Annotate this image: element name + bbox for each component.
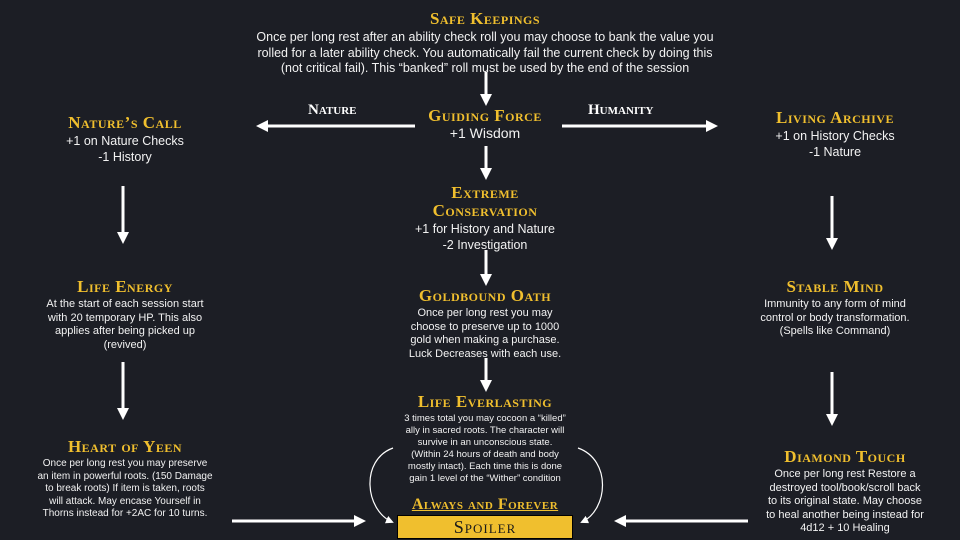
node-title: Guiding Force <box>428 106 542 125</box>
node-life-energy: Life Energy At the start of each session… <box>35 278 215 352</box>
curved-arrow-right <box>577 447 603 524</box>
node-life-everlasting: Life Everlasting 3 times total you may c… <box>395 393 575 485</box>
node-natures-call: Nature’s Call +1 on Nature Checks -1 His… <box>40 114 210 165</box>
node-title: Safe Keepings <box>429 9 541 28</box>
node-title: Life Energy <box>77 277 173 296</box>
node-title: Diamond Touch <box>784 447 906 466</box>
node-title: Goldbound Oath <box>418 286 552 305</box>
node-description: 3 times total you may cocoon a “killed” … <box>404 413 566 484</box>
branch-label-humanity: Humanity <box>588 102 654 118</box>
node-description: +1 on History Checks -1 Nature <box>775 129 895 159</box>
node-description: +1 for History and Nature -2 Investigati… <box>415 222 555 252</box>
node-description: At the start of each session start with … <box>46 298 204 351</box>
node-description: +1 Wisdom <box>449 125 521 141</box>
node-title: Extreme Conservation <box>432 183 538 220</box>
node-extreme-conservation: Extreme Conservation +1 for History and … <box>400 184 570 253</box>
branch-label-nature: Nature <box>308 102 357 118</box>
node-guiding-force: Guiding Force +1 Wisdom <box>405 107 565 141</box>
node-diamond-touch: Diamond Touch Once per long rest Restore… <box>745 448 945 536</box>
node-title: Living Archive <box>776 108 894 127</box>
node-description: Once per long rest after an ability chec… <box>256 30 714 75</box>
node-description: Once per long rest Restore a destroyed t… <box>766 468 924 534</box>
node-safe-keepings: Safe Keepings Once per long rest after a… <box>240 10 730 77</box>
node-heart-of-yeen: Heart of Yeen Once per long rest you may… <box>30 438 220 521</box>
node-always-and-forever: Always and Forever <box>390 496 580 514</box>
node-goldbound-oath: Goldbound Oath Once per long rest you ma… <box>395 287 575 361</box>
node-title: Always and Forever <box>411 496 559 513</box>
node-description: Once per long rest you may choose to pre… <box>408 307 562 360</box>
node-title: Nature’s Call <box>68 113 182 132</box>
node-living-archive: Living Archive +1 on History Checks -1 N… <box>750 109 920 160</box>
node-description: +1 on Nature Checks -1 History <box>66 134 184 164</box>
node-description: Immunity to any form of mind control or … <box>760 298 910 337</box>
node-title: Life Everlasting <box>417 392 553 411</box>
node-stable-mind: Stable Mind Immunity to any form of mind… <box>740 278 930 339</box>
node-title: Heart of Yeen <box>67 437 183 456</box>
curved-arrow-left <box>369 447 394 524</box>
spoiler-box: Spoiler <box>397 515 573 539</box>
node-title: Stable Mind <box>786 277 884 296</box>
node-description: Once per long rest you may preserve an i… <box>37 458 213 519</box>
